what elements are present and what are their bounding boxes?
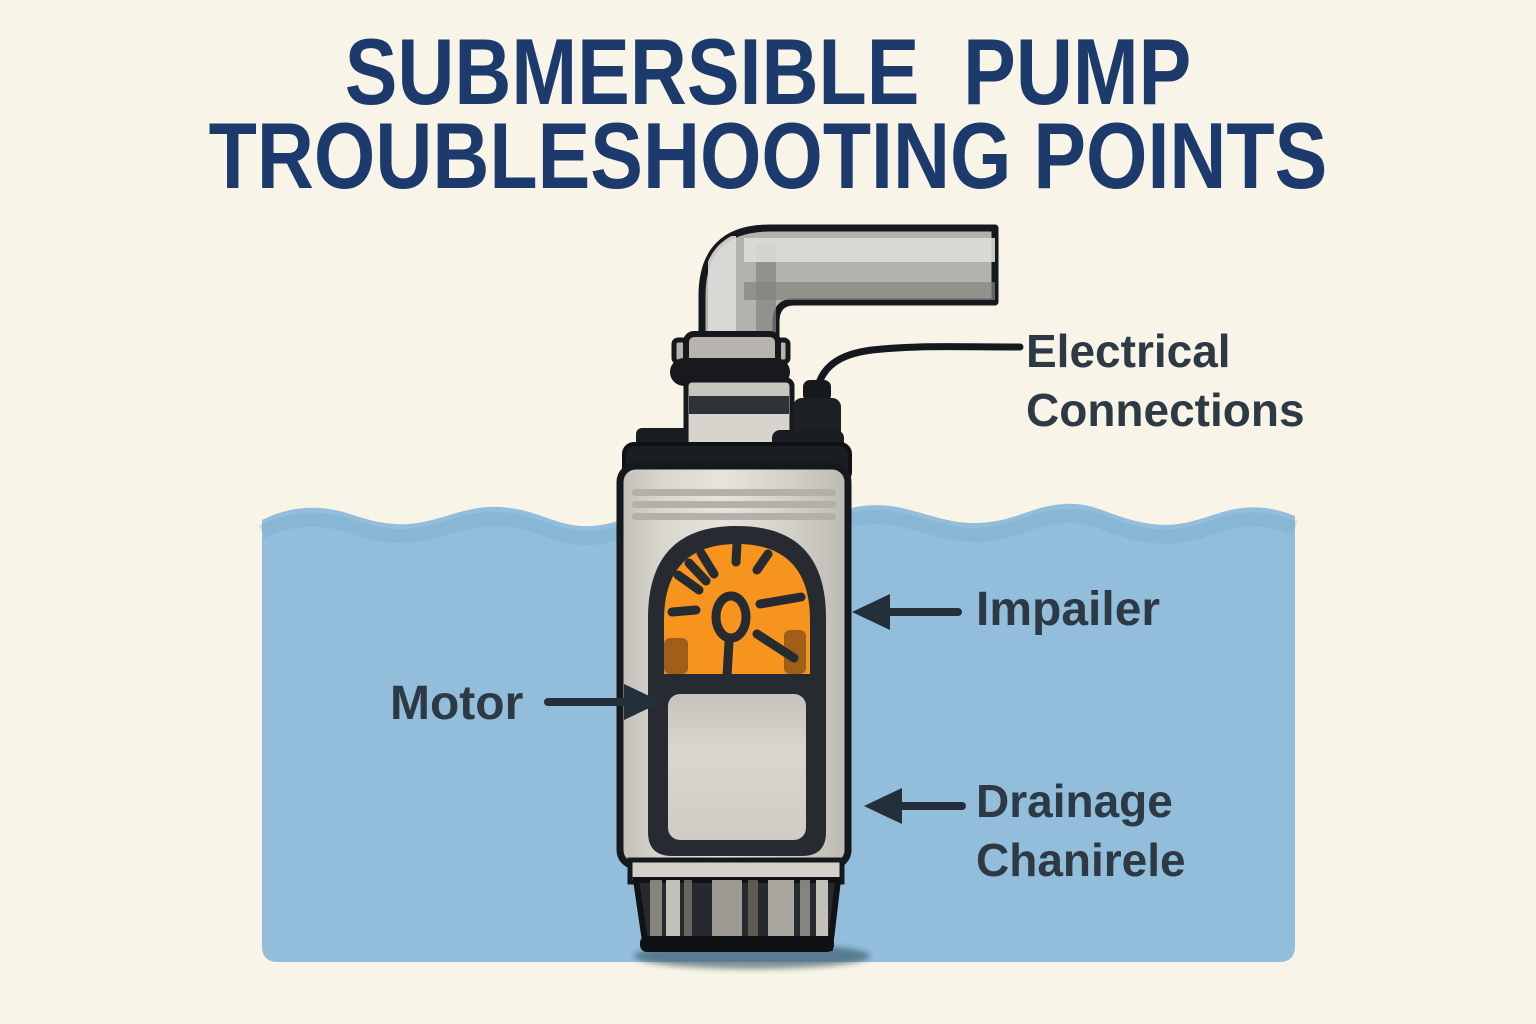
electrical-cable-leader [813,343,1024,394]
label-drainage-channel: Drainage Chanirele [976,772,1186,890]
label-drainage-line-2: Chanirele [976,834,1186,886]
impeller-icon [667,539,806,681]
callout-arrows [544,343,1024,824]
label-drainage-line-1: Drainage [976,775,1173,827]
drainage-base [627,857,845,952]
title-line-2: TROUBLESHOOTING POINTS [208,103,1328,208]
title-line-1: SUBMERSIBLE PUMP [344,19,1192,124]
drainage-arrow-icon [864,788,966,824]
pump-neck [670,331,795,461]
motor-arrow-icon [544,684,662,720]
label-motor: Motor [390,677,524,730]
submersible-pump [616,224,999,952]
inspection-window [648,526,826,856]
page-title: SUBMERSIBLE PUMP TROUBLESHOOTING POINTS [0,19,1536,208]
impeller-arrow-icon [852,594,962,630]
motor-panel [668,694,806,840]
label-electrical-line-1: Electrical [1026,325,1231,377]
label-electrical-line-2: Connections [1026,384,1305,436]
label-impeller: Impailer [976,583,1161,636]
label-electrical-connections: Electrical Connections [1026,322,1305,440]
